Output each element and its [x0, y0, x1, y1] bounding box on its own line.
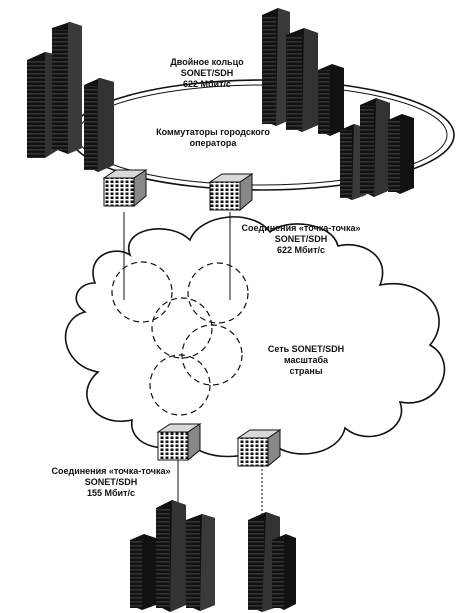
cloud-node-circle	[187, 262, 249, 324]
cloud-links	[111, 261, 249, 416]
building-cluster-icon	[130, 500, 215, 612]
building-cluster-icon	[340, 98, 414, 200]
switches-label: Коммутаторы городского оператора	[148, 127, 278, 149]
ring-label: Двойное кольцо SONET/SDH 622 Мбит/с	[152, 57, 262, 90]
p2p-top-label: Соединения «точка-точка» SONET/SDH 622 М…	[236, 223, 366, 256]
cloud-label-line3: страны	[289, 366, 323, 376]
p2p-bottom-label: Соединения «точка-точка» SONET/SDH 155 М…	[46, 466, 176, 499]
ring-label-line1: Двойное кольцо	[170, 57, 244, 67]
network-switch-icon	[208, 173, 254, 212]
cloud-label-line2: масштаба	[283, 355, 329, 365]
building-cluster-icon	[248, 512, 296, 612]
p2p-top-label-line1: Соединения «точка-точка»	[241, 223, 361, 233]
network-cloud-icon	[64, 216, 446, 458]
ring-label-line2: SONET/SDH	[180, 68, 234, 78]
p2p-bottom-label-line2: SONET/SDH	[84, 477, 138, 487]
p2p-top-label-line2: SONET/SDH	[274, 234, 328, 244]
cloud-node-circle	[149, 354, 211, 416]
network-switch-icon	[236, 429, 282, 468]
switches-label-line2: оператора	[189, 138, 237, 148]
switches-label-line1: Коммутаторы городского	[156, 127, 270, 137]
p2p-top-label-line3: 622 Мбит/с	[276, 245, 326, 255]
network-switch-icon	[156, 423, 202, 462]
ring-label-line3: 622 Мбит/с	[182, 79, 232, 89]
p2p-bottom-label-line3: 155 Мбит/с	[86, 488, 136, 498]
building-cluster-icon	[262, 8, 344, 136]
network-switch-icon	[102, 169, 148, 208]
building-cluster-icon	[27, 22, 114, 172]
cloud-label: Сеть SONET/SDH масштаба страны	[256, 344, 356, 377]
cloud-node-circle	[111, 261, 173, 323]
cloud-label-line1: Сеть SONET/SDH	[267, 344, 345, 354]
cloud-node-circle	[151, 297, 213, 359]
p2p-bottom-label-line1: Соединения «точка-точка»	[51, 466, 171, 476]
